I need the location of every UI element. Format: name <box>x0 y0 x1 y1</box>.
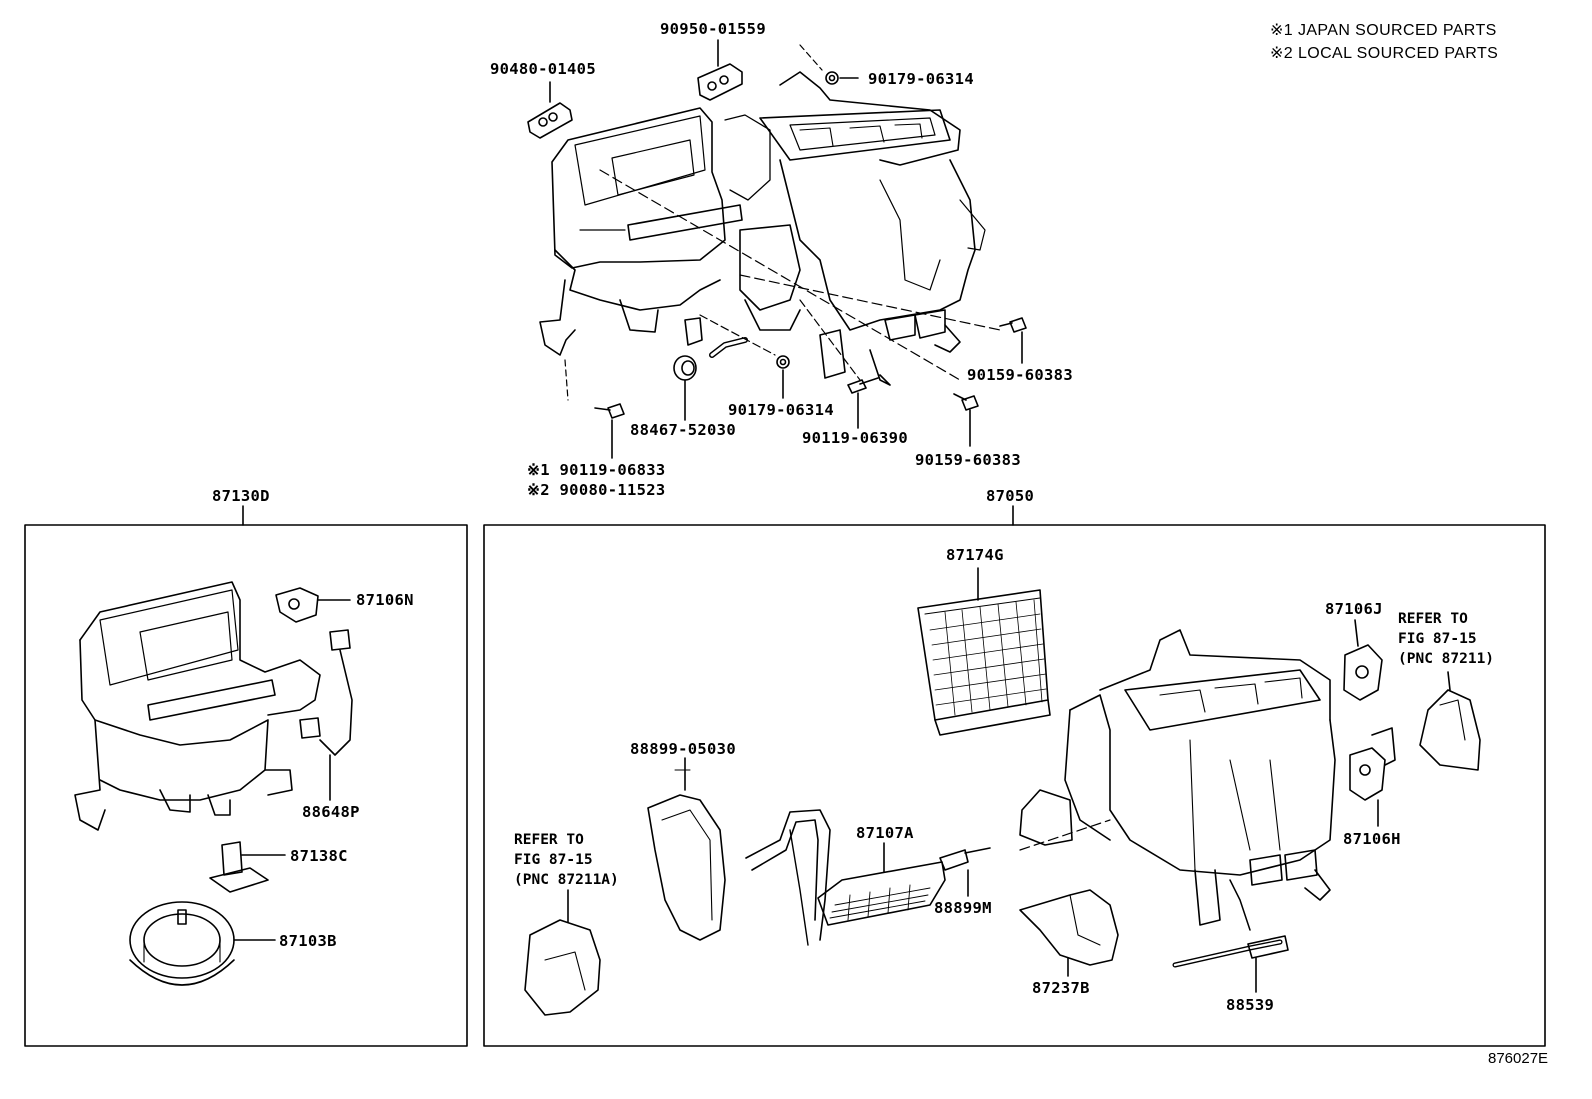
grommet-90950-01559 <box>697 63 743 101</box>
label-88899-05030: 88899-05030 <box>630 740 736 758</box>
blower-case-87130d-drawing <box>74 581 321 831</box>
label-87106j: 87106J <box>1325 600 1383 618</box>
bolt-90119-06390 <box>847 377 879 394</box>
sensor-88899m-drawing <box>939 847 991 897</box>
servo-88899-05030-drawing <box>647 757 726 941</box>
duct-87237b-drawing <box>1019 889 1119 977</box>
label-90950-01559: 90950-01559 <box>660 20 766 38</box>
label-90179-06314-bottom: 90179-06314 <box>728 401 834 419</box>
grommet-90480-01405 <box>527 102 573 139</box>
label-88899m: 88899M <box>934 899 992 917</box>
bolt-90159-60383-bottom <box>953 393 979 411</box>
servo-87106n-drawing <box>275 587 351 623</box>
note-local-sourced: ※2 LOCAL SOURCED PARTS <box>1270 45 1499 62</box>
label-90080-11523: ※2 90080-11523 <box>527 481 666 499</box>
label-87138c: 87138C <box>290 847 348 865</box>
resistor-87138c-drawing <box>209 841 286 893</box>
label-87237b: 87237B <box>1032 979 1090 997</box>
servo-87106h-drawing <box>1349 727 1396 827</box>
label-87107a: 87107A <box>856 824 914 842</box>
note-japan-sourced: ※1 JAPAN SOURCED PARTS <box>1270 22 1497 39</box>
refer-right-line-3: (PNC 87211) <box>1398 651 1495 667</box>
filter-87174g-drawing <box>917 567 1051 736</box>
bolt-90159-60383-right <box>999 317 1027 333</box>
duct-refer-right-drawing <box>1419 671 1481 771</box>
duct-refer-left-drawing <box>524 889 601 1016</box>
bolt-90119-06833 <box>594 403 625 419</box>
refer-right-line-2: FIG 87-15 <box>1398 631 1477 647</box>
refer-left-line-3: (PNC 87211A) <box>514 872 619 888</box>
figure-id: 876027E <box>1488 1050 1549 1067</box>
right-box-frame <box>483 524 1546 1047</box>
servo-87106j-drawing <box>1343 619 1383 701</box>
blower-motor-87103b-drawing <box>129 901 276 986</box>
label-90159-60383-right: 90159-60383 <box>967 366 1073 384</box>
nut-90179-06314-top <box>825 71 839 85</box>
wire-88648p-drawing <box>299 629 353 801</box>
label-88648p: 88648P <box>302 803 360 821</box>
refer-note-right: REFER TO FIG 87-15 (PNC 87211) <box>1398 609 1494 669</box>
label-87174g: 87174G <box>946 546 1004 564</box>
label-87106n: 87106N <box>356 591 414 609</box>
label-88467-52030: 88467-52030 <box>630 421 736 439</box>
label-90119-06390: 90119-06390 <box>802 429 908 447</box>
label-90159-60383-bottom: 90159-60383 <box>915 451 1021 469</box>
nut-90179-06314-bottom <box>776 355 790 369</box>
refer-right-line-1: REFER TO <box>1398 611 1468 627</box>
refer-left-line-1: REFER TO <box>514 832 584 848</box>
pipe-assembly-drawing <box>745 809 831 946</box>
top-assembly-drawing <box>539 44 1001 401</box>
label-90119-06833: ※1 90119-06833 <box>527 461 666 479</box>
label-90480-01405: 90480-01405 <box>490 60 596 78</box>
label-88539: 88539 <box>1226 996 1275 1014</box>
heater-core-87107a-drawing <box>817 842 946 926</box>
right-box-title: 87050 <box>986 487 1035 505</box>
left-box-frame <box>24 524 468 1047</box>
grommet-88467-52030 <box>673 355 697 381</box>
heater-unit-right-drawing <box>1019 629 1336 931</box>
refer-note-left: REFER TO FIG 87-15 (PNC 87211A) <box>514 830 619 890</box>
label-87106h: 87106H <box>1343 830 1401 848</box>
label-90179-06314-top: 90179-06314 <box>868 70 974 88</box>
left-box-title: 87130D <box>212 487 270 505</box>
hose-88539-drawing <box>1172 935 1289 993</box>
label-87103b: 87103B <box>279 932 337 950</box>
refer-left-line-2: FIG 87-15 <box>514 852 593 868</box>
